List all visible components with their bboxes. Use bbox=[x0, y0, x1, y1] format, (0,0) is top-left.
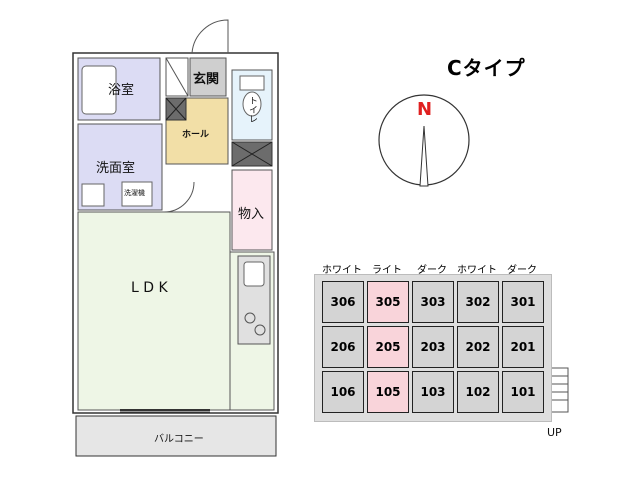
washer-box bbox=[121, 181, 153, 207]
column-header: ホワイト bbox=[322, 265, 362, 276]
unit-cell: 103 bbox=[412, 371, 454, 413]
unit-cell: 205 bbox=[367, 326, 409, 368]
column-header: ライト bbox=[372, 265, 402, 276]
bath-label: 浴室 bbox=[108, 83, 135, 98]
type-title: Cタイプ bbox=[447, 56, 526, 80]
unit-cell: 101 bbox=[502, 371, 544, 413]
hall-label: ホール bbox=[182, 130, 210, 140]
stairs-up-label: UP bbox=[547, 426, 562, 439]
unit-cell: 102 bbox=[457, 371, 499, 413]
unit-cell: 202 bbox=[457, 326, 499, 368]
column-header: ダーク bbox=[507, 265, 537, 276]
column-header: ダーク bbox=[417, 265, 447, 276]
unit-cell: 301 bbox=[502, 281, 544, 323]
entrance bbox=[189, 57, 227, 97]
storage-label: 物入 bbox=[238, 207, 265, 222]
unit-cell: 106 bbox=[322, 371, 364, 413]
unit-cell: 105 bbox=[367, 371, 409, 413]
compass-north-label: N bbox=[417, 99, 433, 120]
washer-label: 洗濯機 bbox=[124, 189, 145, 197]
unit-cell: 305 bbox=[367, 281, 409, 323]
unit-cell: 306 bbox=[322, 281, 364, 323]
bathtub bbox=[81, 65, 117, 115]
unit-cell: 203 bbox=[412, 326, 454, 368]
unit-cell: 303 bbox=[412, 281, 454, 323]
washbasin bbox=[81, 183, 105, 207]
unit-cell: 201 bbox=[502, 326, 544, 368]
unit-cell: 302 bbox=[457, 281, 499, 323]
ldk-area bbox=[77, 211, 231, 411]
balcony-label: バルコニー bbox=[154, 434, 204, 445]
entrance-label: 玄関 bbox=[193, 72, 220, 87]
ldk-label: L D K bbox=[131, 280, 168, 296]
compass-needle bbox=[419, 125, 429, 187]
storage bbox=[231, 169, 273, 251]
column-header: ホワイト bbox=[457, 265, 497, 276]
unit-cell: 206 bbox=[322, 326, 364, 368]
washroom-label: 洗面室 bbox=[96, 161, 136, 176]
toilet-label: トイレ bbox=[247, 96, 257, 123]
balcony bbox=[75, 415, 277, 457]
